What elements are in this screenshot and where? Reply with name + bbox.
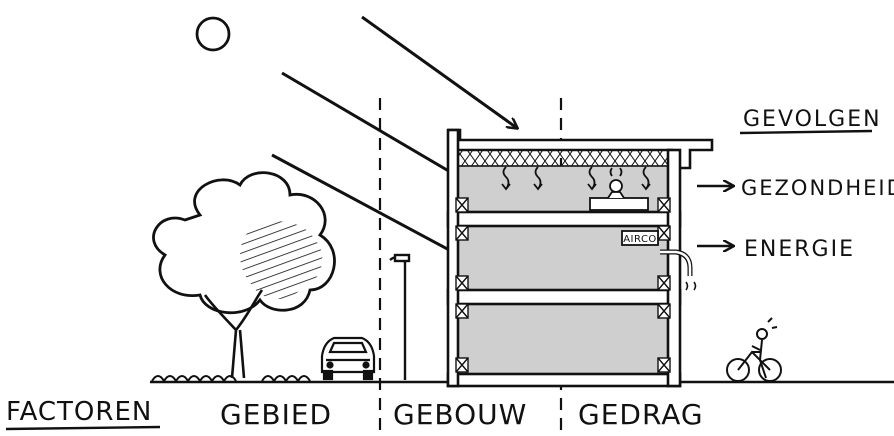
gevolgen-heading: GEVOLGEN (743, 107, 882, 132)
car-icon (322, 338, 374, 379)
building-section: AIRCO (448, 130, 712, 386)
gezondheid-label: GEZONDHEID (741, 176, 894, 200)
gebied-label: GEBIED (220, 398, 332, 431)
street-lamp-icon (390, 255, 409, 380)
airco-label: AIRCO (623, 234, 657, 245)
tree-icon (154, 173, 335, 378)
factoren-underline (6, 427, 160, 429)
consequence-arrows (697, 186, 733, 246)
energie-label: ENERGIE (744, 237, 855, 262)
roof-insulation (458, 150, 668, 166)
cyclist-icon (727, 318, 781, 381)
gebouw-label: GEBOUW (393, 398, 527, 431)
gedrag-label: GEDRAG (578, 398, 704, 431)
sun-icon (197, 18, 229, 50)
room-bottom (458, 304, 668, 374)
factoren-label: FACTOREN (6, 397, 152, 427)
